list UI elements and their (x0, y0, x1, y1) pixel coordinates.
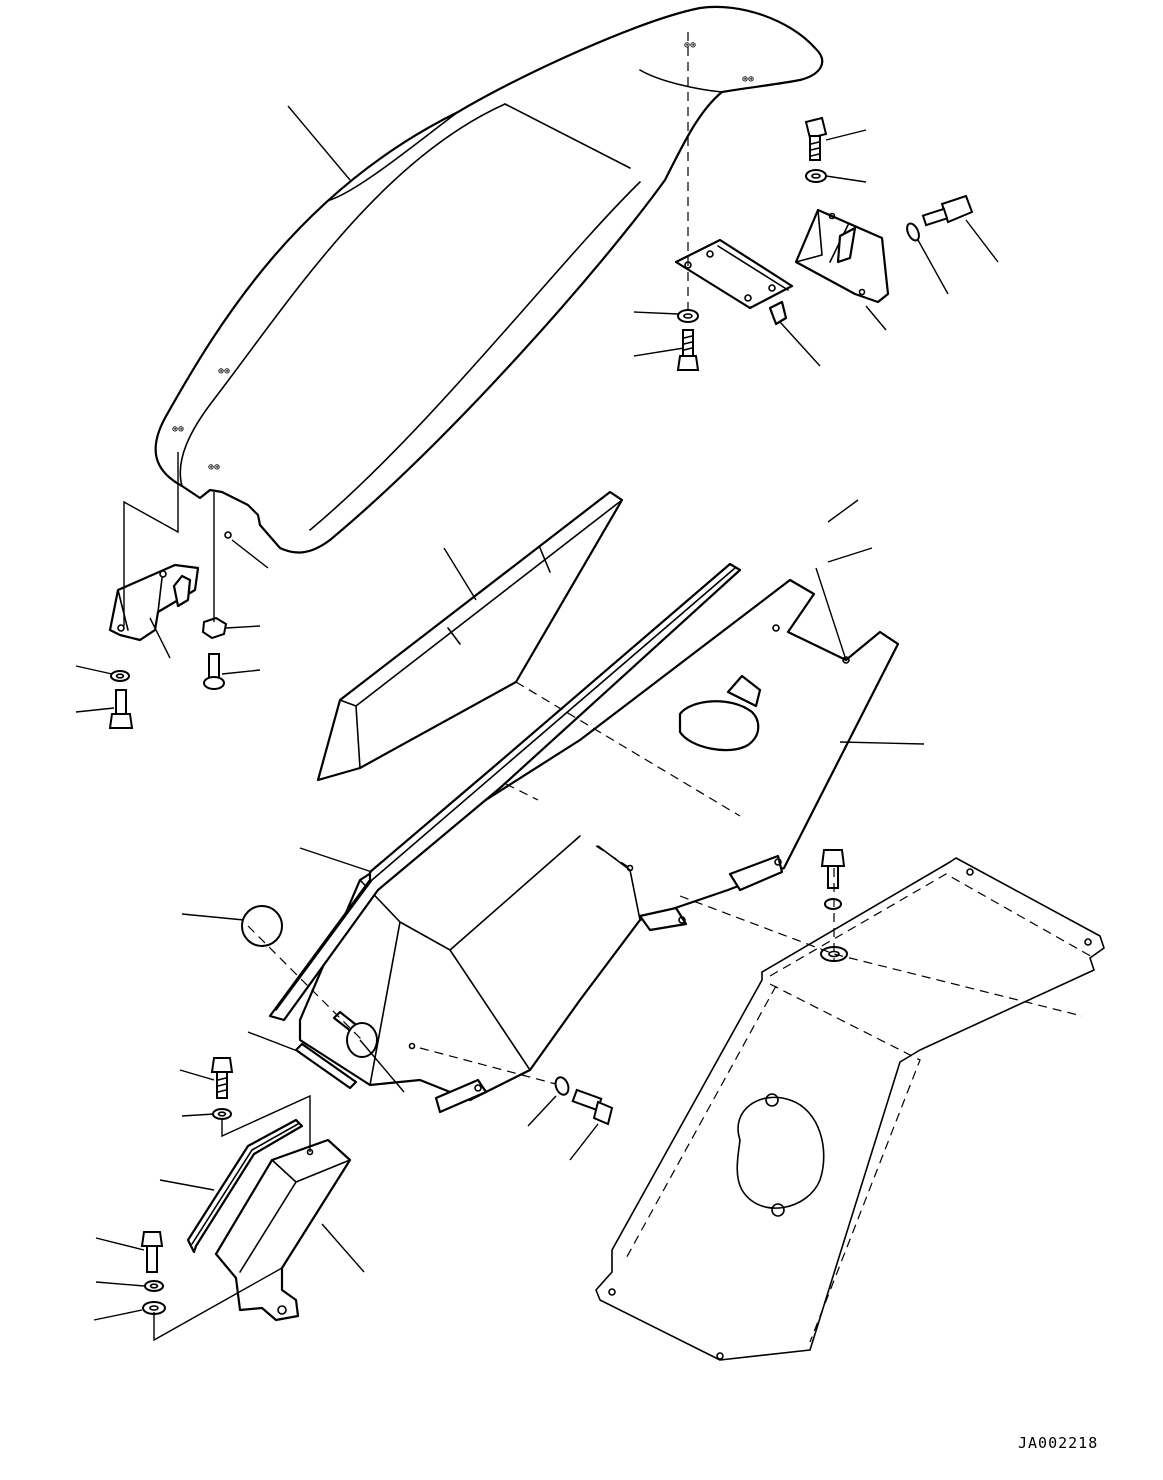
lower-seal-strip (186, 1118, 304, 1254)
shield-washer (824, 898, 842, 910)
left-washer (110, 670, 130, 682)
lower-small-cover (214, 1138, 352, 1322)
side-bolt (921, 194, 974, 227)
rubber-plug-installed (346, 1022, 378, 1058)
side-washer (906, 222, 920, 242)
svg-text:⊕⊕: ⊕⊕ (208, 462, 220, 473)
svg-text:⊕⊕: ⊕⊕ (684, 40, 696, 51)
top-curved-cover: ⊕⊕ ⊕⊕ ⊕⊕ ⊕⊕ ⊕⊕ (154, 5, 824, 554)
hinge-top-washer (805, 169, 827, 183)
assembly-center-lines (247, 32, 1083, 1085)
rubber-plug-detached (241, 905, 283, 947)
front-bolt (571, 1088, 614, 1126)
main-side-cover (298, 578, 900, 1114)
front-washer (554, 1076, 570, 1096)
left-nut (201, 616, 228, 640)
left-latch-bracket (108, 563, 200, 642)
drawing-document-id: JA002218 (1018, 1434, 1099, 1452)
hinge-top-bolt (804, 116, 828, 161)
long-seal-strip (268, 562, 742, 1022)
small-seal-strip (294, 1042, 358, 1090)
wedge-filler-panel (316, 490, 624, 782)
left-bolt (108, 689, 134, 729)
svg-text:⊕⊕: ⊕⊕ (172, 424, 184, 435)
lower-top-bolt (210, 1057, 234, 1099)
lower-left-bolt (140, 1231, 164, 1273)
hinge-bracket-assembly (674, 208, 890, 326)
svg-text:⊕⊕: ⊕⊕ (218, 366, 230, 377)
assembly-connector-lines (123, 452, 847, 1342)
callout-leader-lines (75, 105, 999, 1321)
left-screw (203, 653, 225, 690)
lower-top-washer (212, 1108, 232, 1120)
lower-shield-plate (595, 857, 1105, 1361)
shield-bolt (820, 849, 846, 889)
hinge-bottom-washer (677, 309, 699, 323)
svg-text:⊕⊕: ⊕⊕ (742, 74, 754, 85)
lower-left-washer (144, 1280, 164, 1292)
hinge-bottom-bolt (676, 329, 700, 371)
